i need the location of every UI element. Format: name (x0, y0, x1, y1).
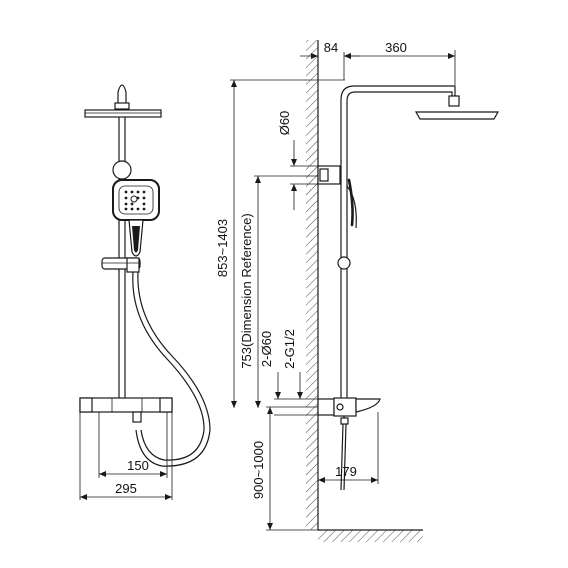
front-overhead-shower-head (84, 84, 162, 118)
dim-reference-height-label: 753(Dimension Reference) (239, 213, 254, 368)
front-slide-holder (101, 257, 141, 273)
dim-pipe-diameter-label: Ø60 (277, 111, 292, 136)
dim-inlet-thread: 2-G1/2 (282, 329, 303, 399)
dim-mount-height-label: 900~1000 (251, 441, 266, 499)
wall (306, 40, 319, 530)
dim-body-width-label: 295 (115, 481, 137, 496)
side-slide-holder (337, 256, 351, 270)
dim-mount-height: 900~1000 (251, 406, 318, 531)
side-hand-shower (346, 178, 357, 229)
floor (318, 529, 423, 542)
front-hose (132, 271, 211, 467)
dim-inlet-thread-label: 2-G1/2 (282, 329, 297, 369)
dim-total-height-label: 853~1403 (215, 219, 230, 277)
front-hand-shower (112, 179, 160, 257)
dim-reference-height: 753(Dimension Reference) (239, 175, 318, 408)
dim-total-height: 853~1403 (215, 79, 345, 408)
dim-inlet-spacing: 150 (99, 458, 167, 477)
dim-pipe-diameter: Ø60 (277, 111, 318, 210)
side-wall-bracket (317, 165, 341, 185)
front-view (79, 84, 211, 500)
dim-body-width: 295 (80, 481, 172, 500)
dim-inlet-spacing-label: 150 (127, 458, 149, 473)
side-view (317, 85, 500, 491)
dim-valve-projection-label: 179 (335, 464, 357, 479)
front-valve-body (79, 397, 173, 423)
dim-wall-offset-label: 84 (324, 40, 338, 55)
side-overhead-shower-head (414, 95, 500, 120)
dim-arm-length: 360 (344, 40, 456, 85)
front-diverter-ring (112, 160, 132, 180)
side-valve-body (317, 397, 381, 425)
dim-wall-offset: 84 (300, 40, 360, 80)
dim-arm-length-label: 360 (385, 40, 407, 55)
dim-inlet-diameter-label: 2-Ø60 (259, 331, 274, 367)
dim-valve-projection: 179 (318, 412, 379, 484)
dim-inlet-diameter: 2-Ø60 (259, 331, 318, 416)
